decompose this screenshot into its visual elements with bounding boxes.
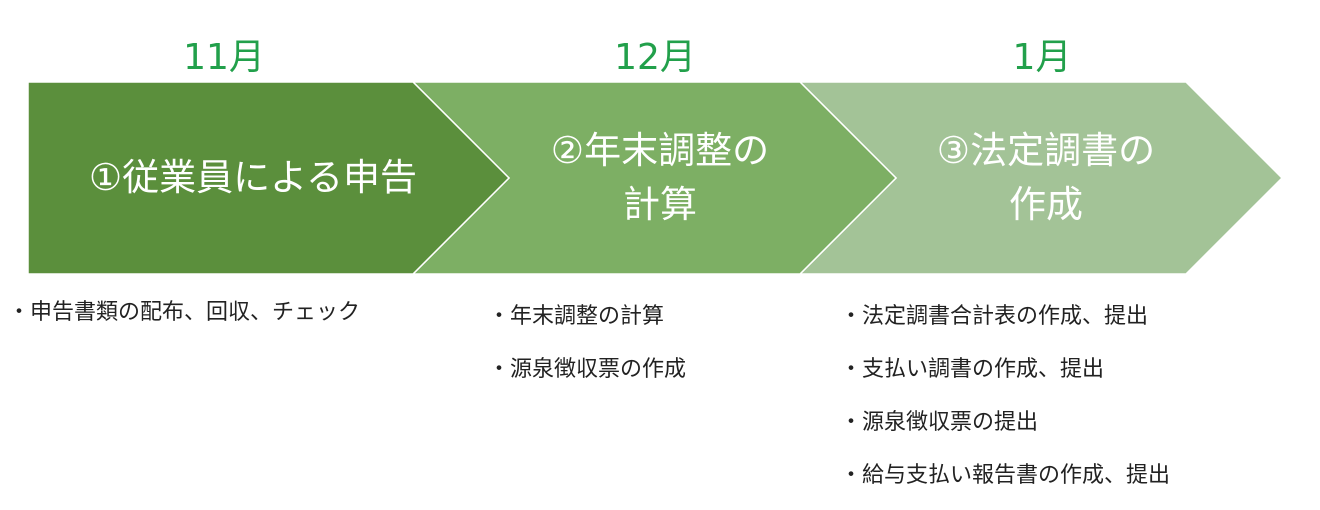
step-2-text-line2: 計算 xyxy=(622,183,697,226)
task-item: ・支払い調書の作成、提出 xyxy=(840,357,1105,382)
step-3-text-line1: ③法定調書の xyxy=(936,129,1156,173)
step-1-label: ①従業員による申告 xyxy=(28,82,478,274)
task-item: ・年末調整の計算 xyxy=(488,304,665,329)
step-2-text-line1: ②年末調整の xyxy=(550,129,770,173)
month-label-december: 12月 xyxy=(614,37,696,78)
month-label-november: 11月 xyxy=(183,37,265,78)
task-item: ・給与支払い報告書の作成、提出 xyxy=(840,463,1171,488)
task-list-1: ・申告書類の配布、回収、チェック xyxy=(8,294,360,347)
step-3-label: ③法定調書の作成 xyxy=(876,82,1216,274)
task-item: ・申告書類の配布、回収、チェック xyxy=(8,300,361,325)
step-3-text-line2: 作成 xyxy=(1008,183,1083,226)
task-item: ・法定調書合計表の作成、提出 xyxy=(840,304,1149,329)
month-label-january: 1月 xyxy=(1012,37,1072,78)
task-list-3: ・法定調書合計表の作成、提出 ・支払い調書の作成、提出 ・源泉徴収票の提出 ・給… xyxy=(840,298,1170,510)
step-1-text: ①従業員による申告 xyxy=(88,156,418,200)
chevron-step-1 xyxy=(27,81,511,275)
process-chevrons xyxy=(27,81,1284,275)
task-list-2: ・年末調整の計算 ・源泉徴収票の作成 xyxy=(488,298,686,404)
step-2-label: ②年末調整の計算 xyxy=(490,82,830,274)
task-item: ・源泉徴収票の作成 xyxy=(488,357,687,382)
task-item: ・源泉徴収票の提出 xyxy=(840,410,1039,435)
